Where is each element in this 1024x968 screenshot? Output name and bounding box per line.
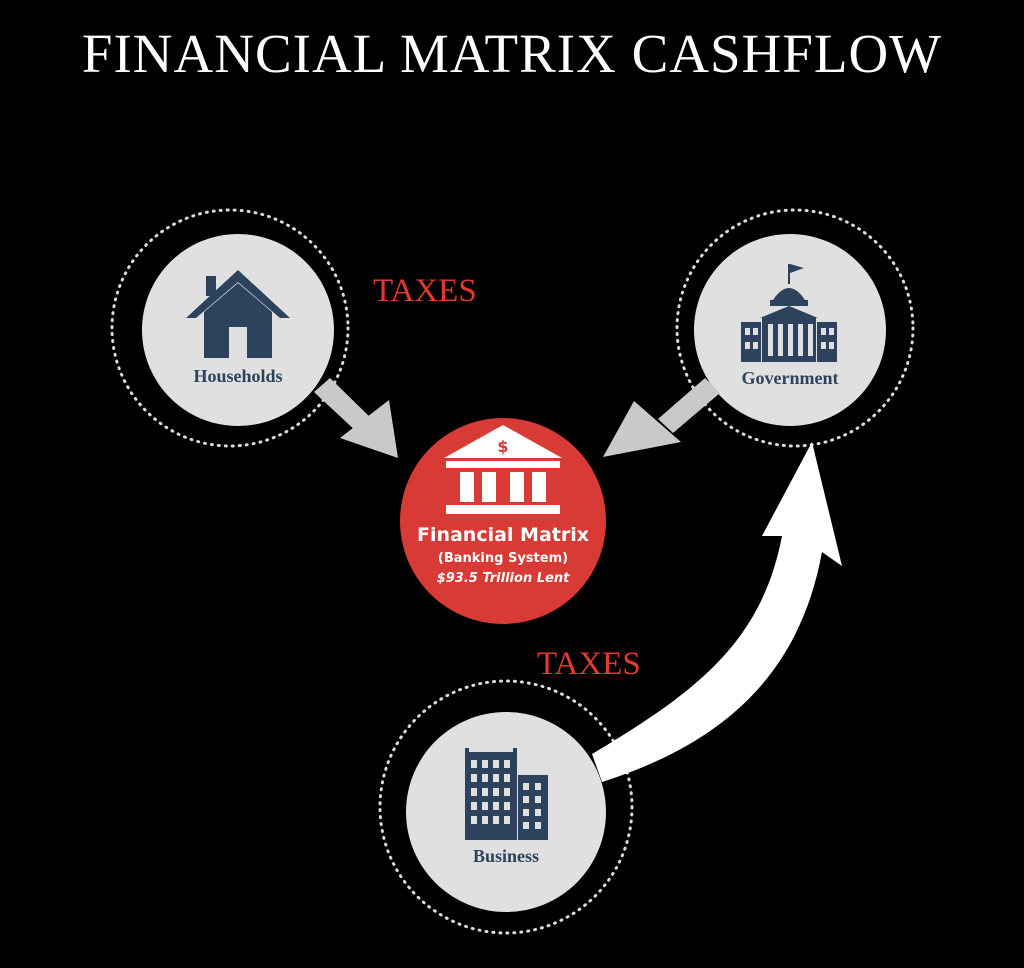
government-to-center-arrow: [603, 378, 720, 457]
households-to-center-arrow: [314, 378, 398, 458]
financial-matrix-subtitle: (Banking System): [438, 551, 568, 566]
government-dotted-ring: [675, 208, 915, 448]
taxes-label-upper: TAXES: [373, 273, 477, 309]
financial-matrix-title: Financial Matrix: [417, 524, 589, 546]
government-node: Government: [675, 208, 915, 448]
households-label: Households: [193, 366, 282, 386]
financial-matrix-node: $ Financial Matrix (Banking System) $93.…: [400, 418, 606, 624]
business-to-government-arrow: [592, 442, 842, 782]
government-label: Government: [742, 368, 839, 388]
page-title: FINANCIAL MATRIX CASHFLOW: [81, 23, 943, 84]
house-door: [229, 327, 247, 358]
office-windows: [471, 760, 541, 829]
financial-matrix-circle: [400, 418, 606, 624]
financial-matrix-amount: $93.5 Trillion Lent: [437, 571, 570, 586]
taxes-label-lower: TAXES: [537, 646, 641, 682]
bank-dollar-icon: $: [497, 437, 508, 456]
households-node: Households: [110, 208, 350, 448]
business-label: Business: [473, 846, 539, 866]
capitol-windows: [745, 324, 834, 356]
households-dotted-ring: [110, 208, 350, 448]
business-dotted-ring: [378, 679, 634, 935]
business-node: Business: [378, 679, 634, 935]
house-icon: [186, 270, 290, 358]
bank-icon: [444, 425, 562, 514]
